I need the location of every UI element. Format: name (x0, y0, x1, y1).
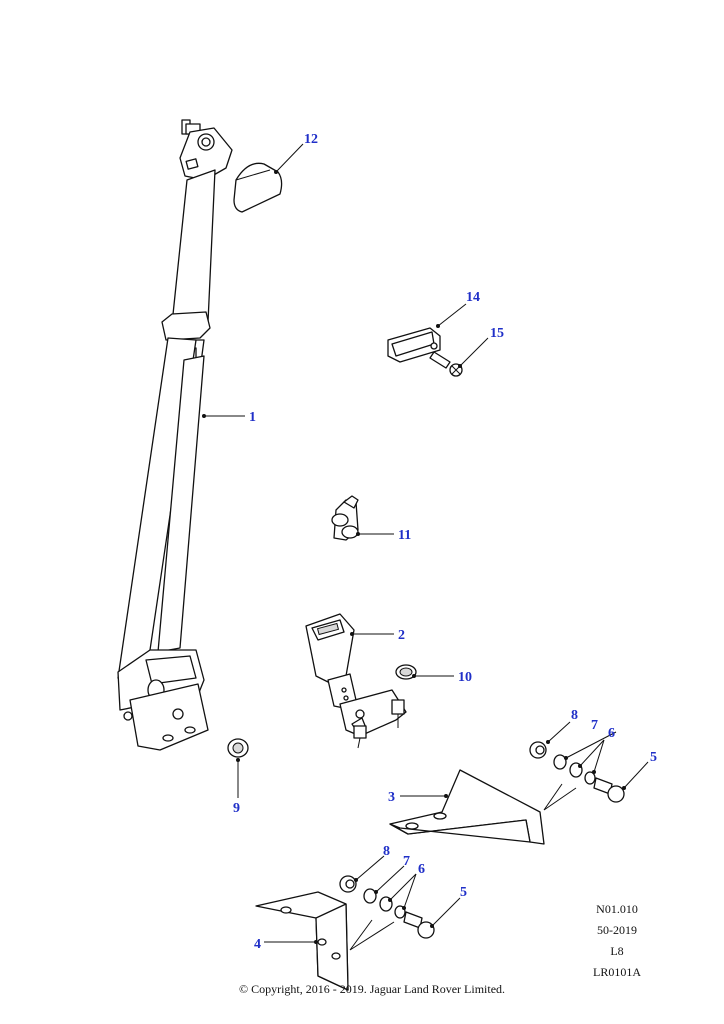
callout-7-upper: 7 (591, 718, 598, 733)
callout-3: 3 (388, 790, 395, 805)
callout-9: 9 (233, 801, 240, 816)
callout-4: 4 (254, 937, 261, 952)
callout-2: 2 (398, 628, 405, 643)
callout-labels: 12 14 15 1 11 2 10 8 7 6 5 3 9 8 7 6 5 4 (233, 132, 657, 952)
fixings-upper (529, 741, 625, 803)
bracket-upper (389, 769, 577, 845)
callout-6-lower: 6 (418, 862, 425, 877)
seat-belt-assembly (117, 119, 233, 751)
leader-lines (202, 143, 649, 944)
callout-1: 1 (249, 410, 256, 425)
plug (395, 664, 417, 680)
callout-14: 14 (466, 290, 480, 305)
callout-8-upper: 8 (571, 708, 578, 723)
callout-6-upper: 6 (608, 726, 615, 741)
screw (429, 351, 463, 377)
cover-cap (233, 162, 283, 213)
callout-5-upper: 5 (650, 750, 657, 765)
reference-code-2: 50-2019 (597, 923, 637, 937)
callout-11: 11 (398, 528, 411, 543)
buckle (305, 613, 407, 749)
bracket-lower (255, 891, 395, 991)
callout-8-lower: 8 (383, 844, 390, 859)
bush (331, 495, 359, 541)
trim-clip (387, 327, 441, 363)
callout-5-lower: 5 (460, 885, 467, 900)
reference-code-1: N01.010 (596, 902, 638, 916)
reference-code-4: LR0101A (593, 965, 641, 979)
callout-10: 10 (458, 670, 472, 685)
copyright-notice: © Copyright, 2016 - 2019. Jaguar Land Ro… (238, 982, 506, 996)
callout-7-lower: 7 (403, 854, 410, 869)
callout-15: 15 (490, 326, 504, 341)
fixings-lower (339, 875, 435, 939)
callout-12: 12 (304, 132, 318, 147)
reference-code-3: L8 (610, 944, 624, 958)
grommet (227, 738, 249, 758)
